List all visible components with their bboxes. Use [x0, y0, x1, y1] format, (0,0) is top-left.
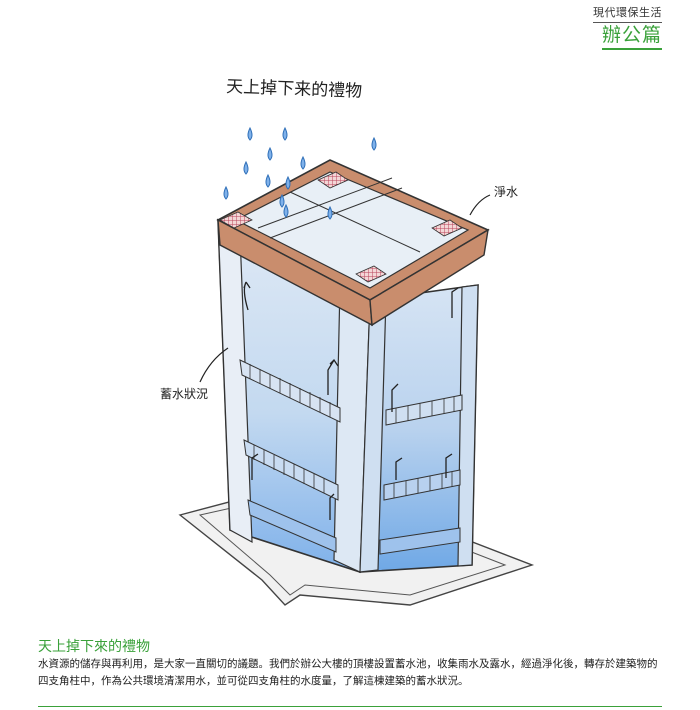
- caption-body: 水資源的儲存與再利用，是大家一直關切的議題。我們於辦公大樓的頂樓設置蓄水池，收集…: [38, 658, 658, 687]
- series-label: 現代環保生活: [593, 4, 662, 23]
- label-clean-water: 淨水: [494, 185, 518, 199]
- illustration-title: 天上掉下来的禮物: [226, 77, 363, 102]
- label-storage-status: 蓄水狀況: [160, 386, 208, 401]
- caption-heading: 天上掉下來的禮物: [38, 639, 150, 655]
- section-title: 辦公篇: [601, 20, 662, 50]
- roof-pool: [234, 171, 470, 289]
- footer-rule: [38, 706, 662, 707]
- building-illustration: 天上掉下来的禮物: [160, 77, 535, 606]
- raindrops: [223, 126, 377, 220]
